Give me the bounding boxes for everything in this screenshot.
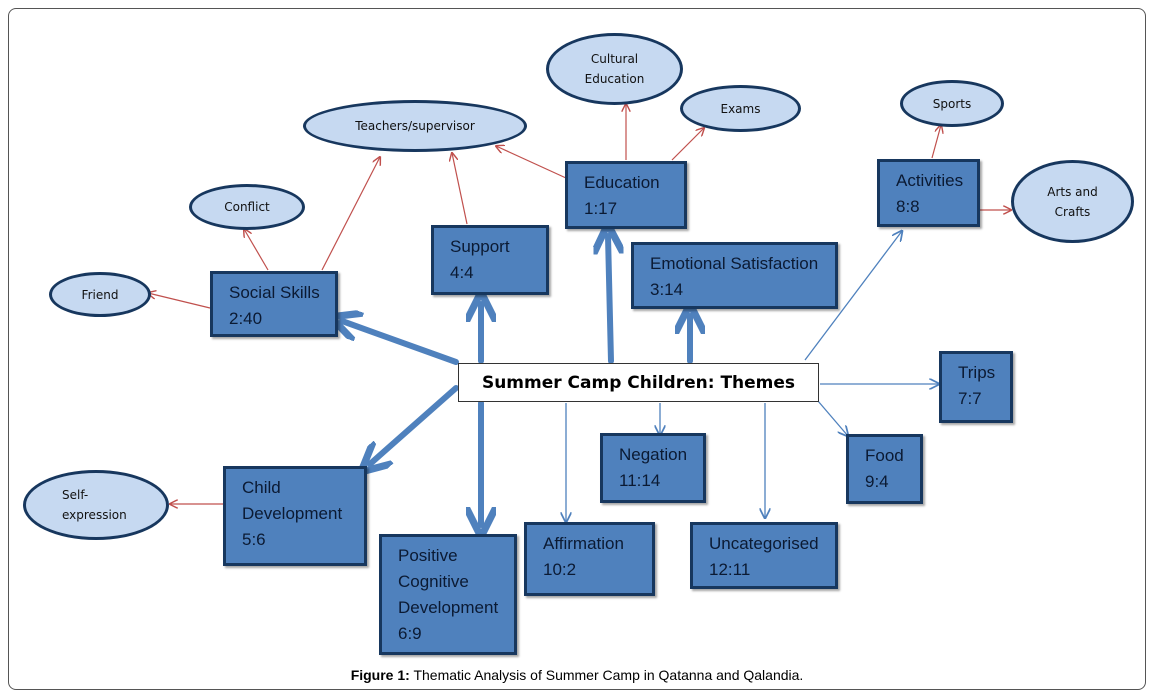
theme-child-development: Child Development 5:6 bbox=[223, 466, 367, 566]
ellipse-label: Arts and bbox=[1047, 184, 1098, 199]
ellipse-friend: Friend bbox=[49, 272, 151, 317]
theme-code: 3:14 bbox=[650, 280, 684, 299]
ellipse-conflict: Conflict bbox=[189, 184, 305, 230]
ellipse-exams: Exams bbox=[680, 85, 801, 132]
theme-name-line: Positive bbox=[398, 546, 458, 565]
theme-code: 8:8 bbox=[896, 197, 920, 216]
theme-name-line: Development bbox=[242, 504, 343, 523]
theme-code: 9:4 bbox=[865, 472, 889, 491]
arrow-to-activities bbox=[804, 231, 902, 361]
ellipse-label: expression bbox=[62, 508, 127, 522]
theme-affirmation: Affirmation 10:2 bbox=[524, 522, 655, 596]
arrow-to-sports bbox=[931, 125, 941, 159]
ellipse-label: Education bbox=[584, 72, 645, 86]
arrow-edu-to-teachers bbox=[496, 146, 567, 179]
theme-name: Emotional Satisfaction bbox=[650, 254, 819, 273]
theme-name: Negation bbox=[619, 445, 688, 464]
theme-code: 6:9 bbox=[398, 624, 422, 643]
theme-education: Education 1:17 bbox=[565, 161, 687, 229]
theme-code: 4:4 bbox=[450, 263, 474, 282]
ellipse-label: Friend bbox=[81, 287, 119, 302]
theme-name: Affirmation bbox=[543, 534, 624, 553]
theme-name-line: Cognitive bbox=[398, 572, 469, 591]
theme-support: Support 4:4 bbox=[431, 225, 549, 295]
ellipse-sports: Sports bbox=[900, 80, 1004, 127]
arrow-to-social-skills bbox=[342, 321, 459, 365]
central-theme-label: Summer Camp Children: Themes bbox=[481, 372, 796, 393]
ellipse-label: Crafts bbox=[1054, 204, 1091, 219]
ellipse-label: Cultural bbox=[590, 52, 639, 66]
theme-name: Education bbox=[584, 173, 660, 192]
theme-name-line: Development bbox=[398, 598, 499, 617]
theme-name: Social Skills bbox=[229, 283, 320, 302]
central-theme-box: Summer Camp Children: Themes bbox=[458, 363, 819, 402]
theme-social-skills: Social Skills 2:40 bbox=[210, 271, 338, 337]
arrow-to-education bbox=[608, 236, 611, 364]
ellipse-self-expression: Self-expression bbox=[23, 470, 169, 540]
theme-uncategorised: Uncategorised 12:11 bbox=[690, 522, 838, 589]
theme-positive-cognitive-development: Positive Cognitive Development 6:9 bbox=[379, 534, 517, 655]
theme-food: Food 9:4 bbox=[846, 434, 923, 504]
theme-emotional-satisfaction: Emotional Satisfaction 3:14 bbox=[631, 242, 838, 309]
ellipse-teachers-supervisor: Teachers/supervisor bbox=[303, 100, 527, 152]
figure-caption: Figure 1: Thematic Analysis of Summer Ca… bbox=[0, 667, 1154, 683]
arrow-to-friend bbox=[148, 293, 211, 309]
theme-name-line: Child bbox=[242, 478, 281, 497]
figure-frame bbox=[8, 8, 1146, 690]
theme-code: 7:7 bbox=[958, 389, 982, 408]
theme-negation: Negation 11:14 bbox=[600, 433, 706, 503]
arrow-support-to-teachers bbox=[452, 153, 468, 225]
ellipse-label: Teachers/supervisor bbox=[355, 119, 475, 133]
ellipse-label: Conflict bbox=[224, 200, 270, 214]
caption-text: Thematic Analysis of Summer Camp in Qata… bbox=[409, 667, 804, 683]
theme-code: 11:14 bbox=[619, 471, 661, 490]
theme-name: Trips bbox=[958, 363, 996, 382]
theme-name: Food bbox=[865, 446, 904, 465]
ellipse-label: Self- bbox=[62, 488, 89, 502]
theme-name: Support bbox=[450, 237, 510, 256]
theme-name: Uncategorised bbox=[709, 534, 819, 553]
theme-activities: Activities 8:8 bbox=[877, 159, 980, 227]
theme-code: 2:40 bbox=[229, 309, 263, 328]
theme-code: 1:17 bbox=[584, 199, 618, 218]
caption-label: Figure 1: bbox=[350, 667, 410, 683]
ellipse-label: Exams bbox=[720, 101, 761, 116]
theme-code: 5:6 bbox=[242, 530, 266, 549]
arrow-to-exams bbox=[671, 128, 704, 161]
theme-code: 10:2 bbox=[543, 560, 577, 579]
arrow-to-child-development bbox=[370, 385, 459, 464]
theme-trips: Trips 7:7 bbox=[939, 351, 1013, 423]
arrow-social-to-teachers bbox=[321, 157, 380, 271]
ellipse-label: Sports bbox=[932, 96, 972, 111]
arrow-to-conflict bbox=[244, 229, 269, 271]
arrow-to-food bbox=[817, 400, 848, 436]
theme-name: Activities bbox=[896, 171, 964, 190]
theme-code: 12:11 bbox=[709, 560, 751, 579]
